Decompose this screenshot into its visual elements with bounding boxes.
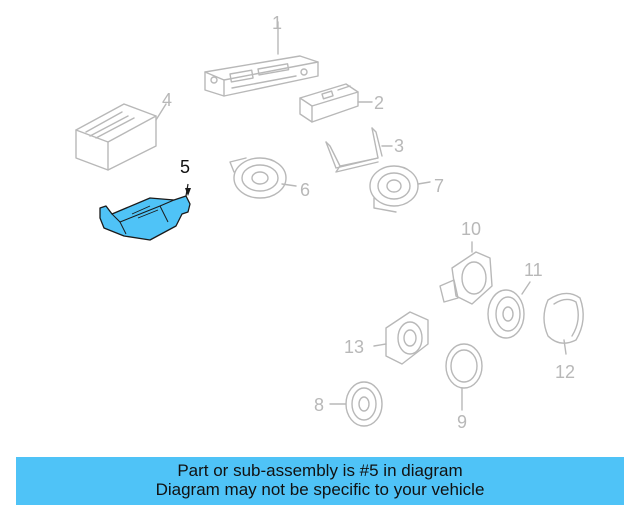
part-7-speaker <box>369 165 431 213</box>
callout-4: 4 <box>162 90 173 110</box>
banner-line-1: Part or sub-assembly is #5 in diagram <box>177 461 463 480</box>
part-8-speaker <box>329 381 383 427</box>
callout-13: 13 <box>344 337 365 357</box>
part-9-speaker <box>445 343 483 411</box>
callout-8: 8 <box>314 395 325 415</box>
callout-7: 7 <box>434 176 445 196</box>
part-1-radio-unit <box>204 21 319 97</box>
callout-3: 3 <box>394 136 405 156</box>
callout-2: 2 <box>374 93 385 113</box>
part-10-tweeter <box>439 241 493 305</box>
callout-9: 9 <box>457 412 468 432</box>
part-12-grille <box>543 292 584 355</box>
part-3-bracket <box>325 127 393 173</box>
callout-5[interactable]: 5 <box>180 157 191 177</box>
part-6-speaker <box>229 157 297 199</box>
part-5-highlighted-tray[interactable] <box>99 183 191 241</box>
part-13-speaker <box>373 311 429 365</box>
callout-1: 1 <box>272 13 283 33</box>
callout-10: 10 <box>461 219 482 239</box>
part-4-amplifier <box>75 103 167 171</box>
info-banner: Part or sub-assembly is #5 in diagram Di… <box>16 457 624 505</box>
part-2-module <box>299 83 373 123</box>
callout-6: 6 <box>300 180 311 200</box>
part-11-speaker <box>487 281 531 339</box>
callout-12: 12 <box>555 362 576 382</box>
banner-line-2: Diagram may not be specific to your vehi… <box>155 480 485 499</box>
callout-11: 11 <box>524 260 543 280</box>
